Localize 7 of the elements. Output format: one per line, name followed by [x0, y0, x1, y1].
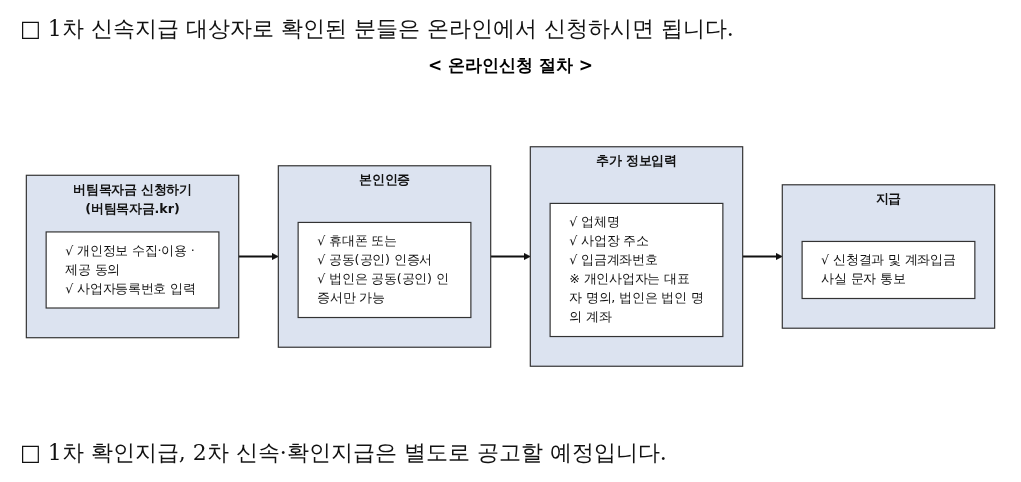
node-box: √ 휴대폰 또는 √ 공동(공인) 인증서 √ 법인은 공동(공인) 인증서만 가능: [297, 221, 472, 319]
node-box: √ 개인정보 수집·이용 ·제공 동의 √ 사업자등록번호 입력: [45, 231, 220, 309]
node-box: √ 업체명 √ 사업장 주소 √ 입금계좌번호 ※ 개인사업자는 대표자 명의, 법인은 법인 명의 계좌: [549, 202, 724, 338]
note-text: □ 1차 확인지급, 2차 신속·확인지급은 별도로 공고할 예정입니다.: [20, 439, 667, 467]
node-box: √ 신청결과 및 계좌입금사실 문자 통보: [801, 240, 976, 300]
diagram-title: < 온라인신청 절차 >: [427, 54, 594, 77]
note-text: □ 1차 신속지급 대상자로 확인된 분들은 온라인에서 신청하시면 됩니다.: [20, 15, 734, 43]
